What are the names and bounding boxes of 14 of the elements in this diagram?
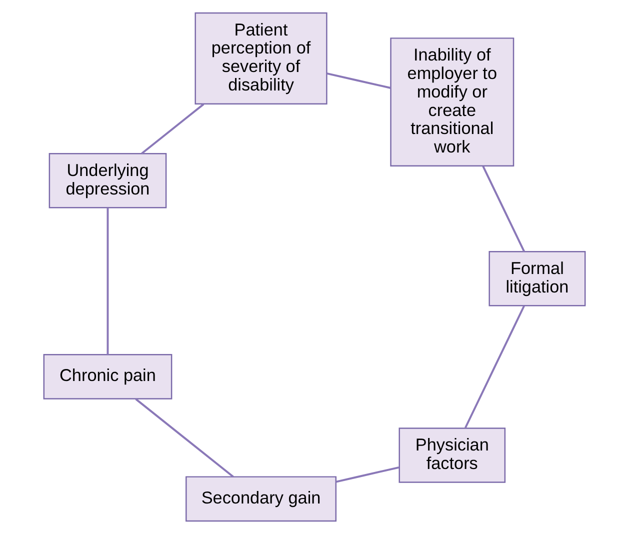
node-box: Inability of employer to modify or create transitional work	[390, 38, 514, 166]
node-box: Underlying depression	[48, 153, 166, 208]
connector	[326, 72, 390, 89]
connector	[106, 208, 108, 355]
node-box: Physician factors	[398, 428, 506, 483]
connector	[335, 466, 399, 483]
connector	[134, 398, 234, 478]
node-box: Secondary gain	[185, 476, 336, 522]
node-box: Patient perception of severity of disability	[194, 12, 327, 104]
connector	[464, 305, 524, 428]
node-box: Chronic pain	[42, 354, 172, 400]
connector	[140, 103, 204, 154]
node-box: Formal litigation	[488, 251, 586, 306]
connector	[482, 166, 525, 252]
